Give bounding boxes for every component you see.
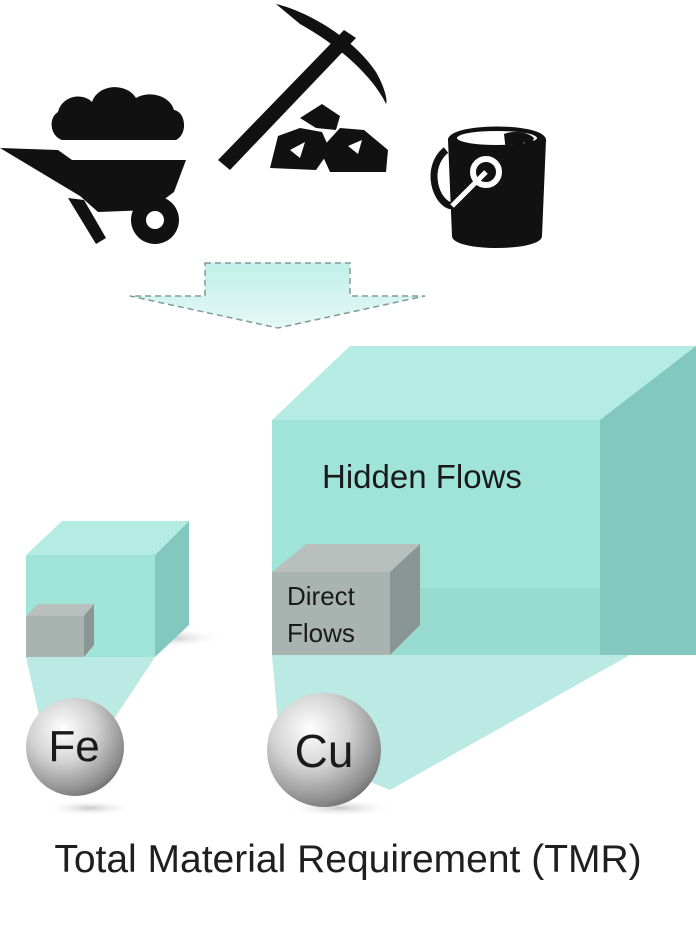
direct-flows-label: Direct Flows — [287, 578, 355, 652]
wheelbarrow-icon — [0, 87, 186, 244]
direct-flows-label-line2: Flows — [287, 618, 355, 648]
caption: Total Material Requirement (TMR) — [54, 838, 642, 881]
direct-flows-label-line1: Direct — [287, 581, 355, 611]
direct-flows-cube — [272, 544, 420, 655]
fe-cube — [26, 521, 189, 657]
hidden-flows-label: Hidden Flows — [322, 458, 522, 495]
cu-label: Cu — [294, 725, 354, 777]
fe-sphere — [26, 698, 124, 796]
paint-bucket-icon — [430, 126, 546, 248]
fe-label: Fe — [48, 722, 100, 771]
dashed-down-arrow-icon — [129, 262, 426, 329]
pickaxe-ore-icon — [218, 4, 388, 172]
cu-sphere — [267, 693, 381, 807]
